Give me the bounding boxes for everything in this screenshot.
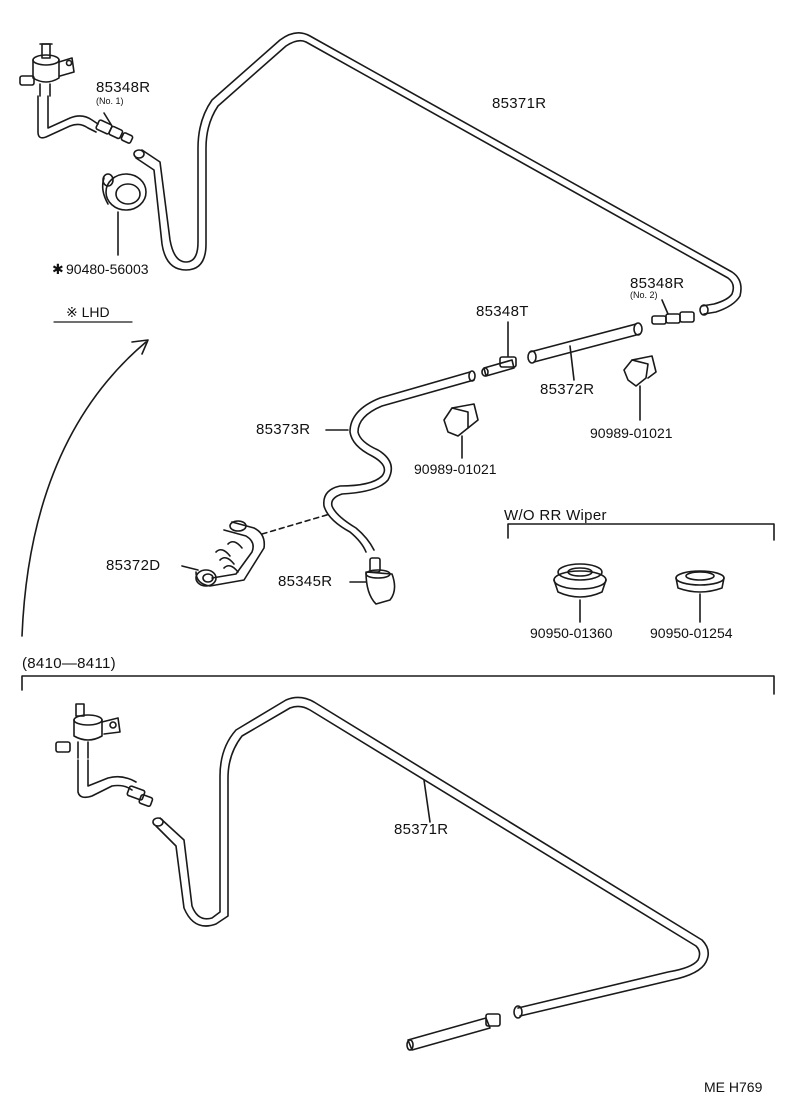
- diagram-code: ME H769: [704, 1079, 763, 1095]
- hose-85371r-bottom: [152, 696, 710, 1019]
- hose-85373r: [323, 370, 476, 553]
- clamp-90989-mid: [443, 403, 479, 459]
- label-85371r-top: 85371R: [492, 95, 547, 112]
- wo-rr-wiper-bracket: [507, 523, 775, 541]
- plug-90950-01254: [675, 570, 725, 623]
- label-90950-01254: 90950-01254: [650, 625, 733, 641]
- label-90950-01360: 90950-01360: [530, 625, 613, 641]
- lhd-arrow: [21, 321, 149, 637]
- label-85348t: 85348T: [476, 303, 529, 320]
- label-85348r-no1: 85348R: [96, 79, 151, 96]
- hose-pump-to-joint-top: [37, 95, 99, 139]
- joint-85348r-no2: [651, 299, 695, 325]
- range-bracket: [21, 675, 775, 695]
- label-85345r: 85345R: [278, 573, 333, 590]
- label-90989-01021-mid: 90989-01021: [414, 461, 497, 477]
- label-no1: (No. 1): [96, 96, 124, 106]
- label-no2: (No. 2): [630, 290, 658, 300]
- label-85348r-no2: 85348R: [630, 275, 685, 292]
- label-lhd: ※ LHD: [66, 304, 110, 320]
- hose-pump-to-joint-bottom: [77, 759, 154, 807]
- washer-pump-top: [19, 43, 75, 97]
- label-85372d: 85372D: [106, 557, 161, 574]
- washer-pump-bottom: [55, 703, 121, 759]
- grommet-90480: [101, 173, 147, 256]
- joint-85348r-no1: [95, 112, 134, 144]
- joint-85348t: [481, 321, 517, 377]
- label-85371r-bottom: 85371R: [394, 821, 449, 838]
- label-90989-01021-right: 90989-01021: [590, 425, 673, 441]
- label-wo-rr-wiper: W/O RR Wiper: [504, 507, 607, 524]
- elbow-85372d: [181, 513, 331, 587]
- label-85372r: 85372R: [540, 381, 595, 398]
- hose-85371r-top: [133, 32, 742, 316]
- clamp-90989-right: [623, 355, 657, 421]
- plug-90950-01360: [553, 563, 607, 623]
- hose-end-bottom: [406, 1013, 501, 1051]
- label-range-8410-8411: (8410—8411): [22, 655, 116, 672]
- label-85373r: 85373R: [256, 421, 311, 438]
- label-90480-mark: ✱: [52, 261, 64, 277]
- nozzle-85345r: [349, 557, 396, 605]
- label-90480-56003: 90480-56003: [66, 261, 149, 277]
- hose-85372r: [527, 322, 643, 381]
